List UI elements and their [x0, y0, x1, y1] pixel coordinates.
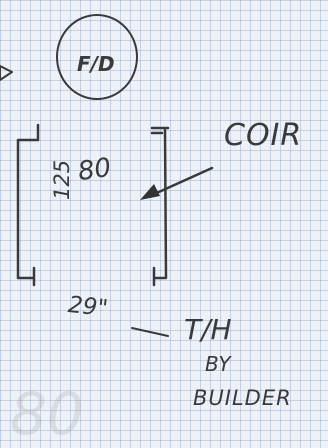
by-note: BY [205, 352, 231, 376]
coin-pointer-line [148, 166, 214, 198]
dash-line [131, 327, 169, 337]
dimension-80: 80 [76, 152, 114, 188]
coin-pointer-head [140, 184, 160, 200]
left-bracket [16, 123, 40, 287]
dimension-29-inch: 29" [66, 291, 110, 323]
builder-note: BUILDER [193, 386, 292, 410]
edge-arrow [0, 65, 13, 81]
circle-mark-text: F/D [77, 52, 115, 76]
dimension-125: 125 [50, 159, 74, 200]
circle-mark [56, 14, 138, 100]
right-bracket [150, 126, 170, 287]
t-h-note: T/H [184, 313, 232, 346]
sketch-drawing [0, 14, 214, 337]
faint-mark: 80 [10, 380, 84, 448]
coin-label: COIR [224, 118, 303, 153]
